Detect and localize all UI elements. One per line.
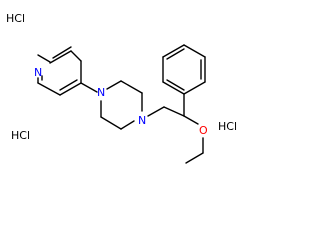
bond [49,50,72,64]
bond [37,54,51,63]
bond [162,81,185,95]
piperazine-nitrogen-label: N [97,86,105,99]
bond [147,106,165,117]
bond [183,115,199,125]
salt-label: HCl [6,12,25,25]
bond [163,106,185,117]
bond [166,79,185,91]
ether-oxygen-label: O [199,124,208,137]
bond [100,116,122,130]
bond [106,80,122,90]
bond [120,120,135,130]
bond [183,44,206,58]
bond [120,80,143,94]
phenyl-ring [162,44,206,95]
bond [59,79,78,91]
bond [59,82,82,96]
bond [52,46,72,59]
piperazine-ring [100,80,143,130]
salt-label: HCl [218,120,237,133]
bond [70,50,82,62]
bond [37,82,61,96]
bond [162,44,185,58]
bond [166,48,185,60]
pyridine-ring [37,46,82,96]
structure-diagram: N N N O HCl HCl HCl [6,12,237,164]
bond [80,82,98,93]
bond [185,152,204,164]
pyridine-nitrogen-label: N [34,66,42,79]
bond [183,81,206,95]
piperazine-nitrogen-label: N [138,114,146,127]
salt-label: HCl [11,129,30,142]
